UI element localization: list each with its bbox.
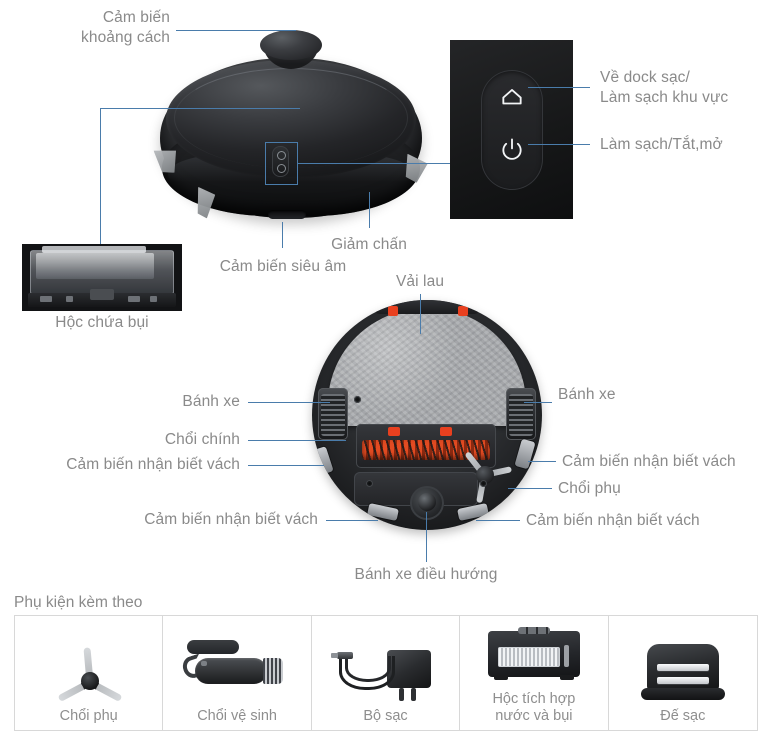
callout-label-wheel-left: Bánh xe [182, 393, 240, 410]
leader-line-panel-to-robot [298, 163, 450, 164]
leader-line-bumper [369, 192, 370, 228]
leader-line-side-brush [508, 488, 552, 489]
robot-underside-shell [312, 300, 542, 530]
accessory-cell-side-brush[interactable]: Chổi phụ [15, 616, 164, 730]
power-icon[interactable] [499, 136, 525, 162]
callout-label-cliff-sensor-left-lower: Cảm biến nhận biết vách [144, 511, 318, 528]
callout-label-cliff-sensor-left-upper: Cảm biến nhận biết vách [66, 456, 240, 473]
accessories-grid: Chổi phụ Chổi vệ sinh [14, 615, 758, 731]
leader-line-dustbin-horizontal [100, 108, 300, 109]
callout-label-distance-sensor: Cảm biến khoảng cách [81, 9, 170, 46]
mop-holder-bar [374, 300, 480, 314]
main-brush [362, 440, 490, 460]
robot-button-pad [272, 146, 289, 177]
wheel-left [318, 388, 348, 440]
callout-label-main-brush: Chổi chính [164, 431, 240, 448]
water-dust-bin-icon [474, 617, 594, 689]
callout-label-cliff-sensor-right-lower: Cảm biến nhận biết vách [526, 512, 700, 529]
underside-screw-top [354, 396, 361, 403]
underside-screw-right [480, 480, 487, 487]
callout-label-bumper: Giảm chấn [331, 236, 407, 253]
robot-bottom-view-image [312, 300, 542, 532]
callout-label-side-brush: Chổi phụ [558, 480, 621, 497]
callout-label-cliff-sensor-right-upper: Cảm biến nhận biết vách [562, 453, 736, 470]
home-icon[interactable] [499, 84, 525, 110]
dustbin-photo [22, 244, 182, 311]
leader-line-mop-cloth [420, 294, 421, 334]
accessory-cell-charging-dock[interactable]: Đế sạc [609, 616, 757, 730]
robot-top-view-image [160, 28, 422, 228]
callout-label-ultrasonic-sensor: Cảm biến siêu âm [219, 258, 347, 275]
leader-line-caster-wheel [426, 512, 427, 562]
leader-line-dustbin-vertical [100, 108, 101, 244]
leader-line-ultrasonic-sensor [282, 222, 283, 248]
side-brush-icon [29, 634, 149, 706]
accessory-cell-water-dust-bin[interactable]: Hộc tích hợp nước và bụi [460, 616, 609, 730]
leader-line-cliff-sensor-right-upper [528, 461, 556, 462]
cliff-sensor-left-upper [312, 446, 334, 476]
charger-adapter-icon [325, 634, 445, 706]
button-pill [481, 70, 543, 190]
leader-line-wheel-right [524, 402, 552, 403]
accessory-label: Chổi vệ sinh [197, 708, 277, 724]
ultrasonic-sensor-slot [268, 210, 306, 219]
leader-line-cliff-sensor-right-lower [476, 520, 520, 521]
cleaning-brush-icon [177, 634, 297, 706]
leader-line-wheel-left [248, 402, 330, 403]
cliff-sensor-right-upper [514, 438, 536, 470]
wheel-right [506, 388, 536, 440]
callout-label-dustbin: Hộc chứa bụi [55, 314, 149, 331]
accessory-cell-charger[interactable]: Bộ sạc [312, 616, 461, 730]
accessory-label: Chổi phụ [59, 708, 118, 724]
mop-cloth [328, 308, 526, 426]
charging-dock-icon [623, 634, 743, 706]
accessory-label: Hộc tích hợp nước và bụi [492, 691, 576, 724]
accessory-label: Bộ sạc [363, 708, 408, 724]
accessory-cell-cleaning-brush[interactable]: Chổi vệ sinh [163, 616, 312, 730]
leader-line-main-brush [248, 440, 346, 441]
leader-line-cliff-sensor-left-lower [326, 520, 378, 521]
leader-line-cliff-sensor-left-upper [248, 465, 324, 466]
callout-label-wheel-right: Bánh xe [558, 386, 616, 403]
lidar-turret [260, 30, 322, 74]
side-brush [462, 451, 513, 504]
mop-clip-right [458, 306, 468, 316]
accessory-label: Đế sạc [660, 708, 706, 724]
leader-line-clean-power [528, 144, 590, 145]
leader-line-distance-sensor [176, 30, 296, 31]
control-panel-image [450, 40, 573, 219]
callout-label-mop-cloth: Vải lau [395, 273, 445, 290]
underside-screw-left [366, 480, 373, 487]
leader-line-dock-return [528, 87, 590, 88]
button-pad-highlight-box [265, 142, 298, 185]
callout-label-clean-power: Làm sạch/Tắt,mở [600, 136, 723, 153]
callout-label-dock-return: Về dock sạc/ Làm sạch khu vực [600, 69, 729, 106]
callout-label-caster-wheel: Bánh xe điều hướng [354, 566, 498, 583]
accessories-title: Phụ kiện kèm theo [14, 594, 143, 611]
mop-clip-left [388, 306, 398, 316]
caster-wheel [410, 486, 444, 520]
